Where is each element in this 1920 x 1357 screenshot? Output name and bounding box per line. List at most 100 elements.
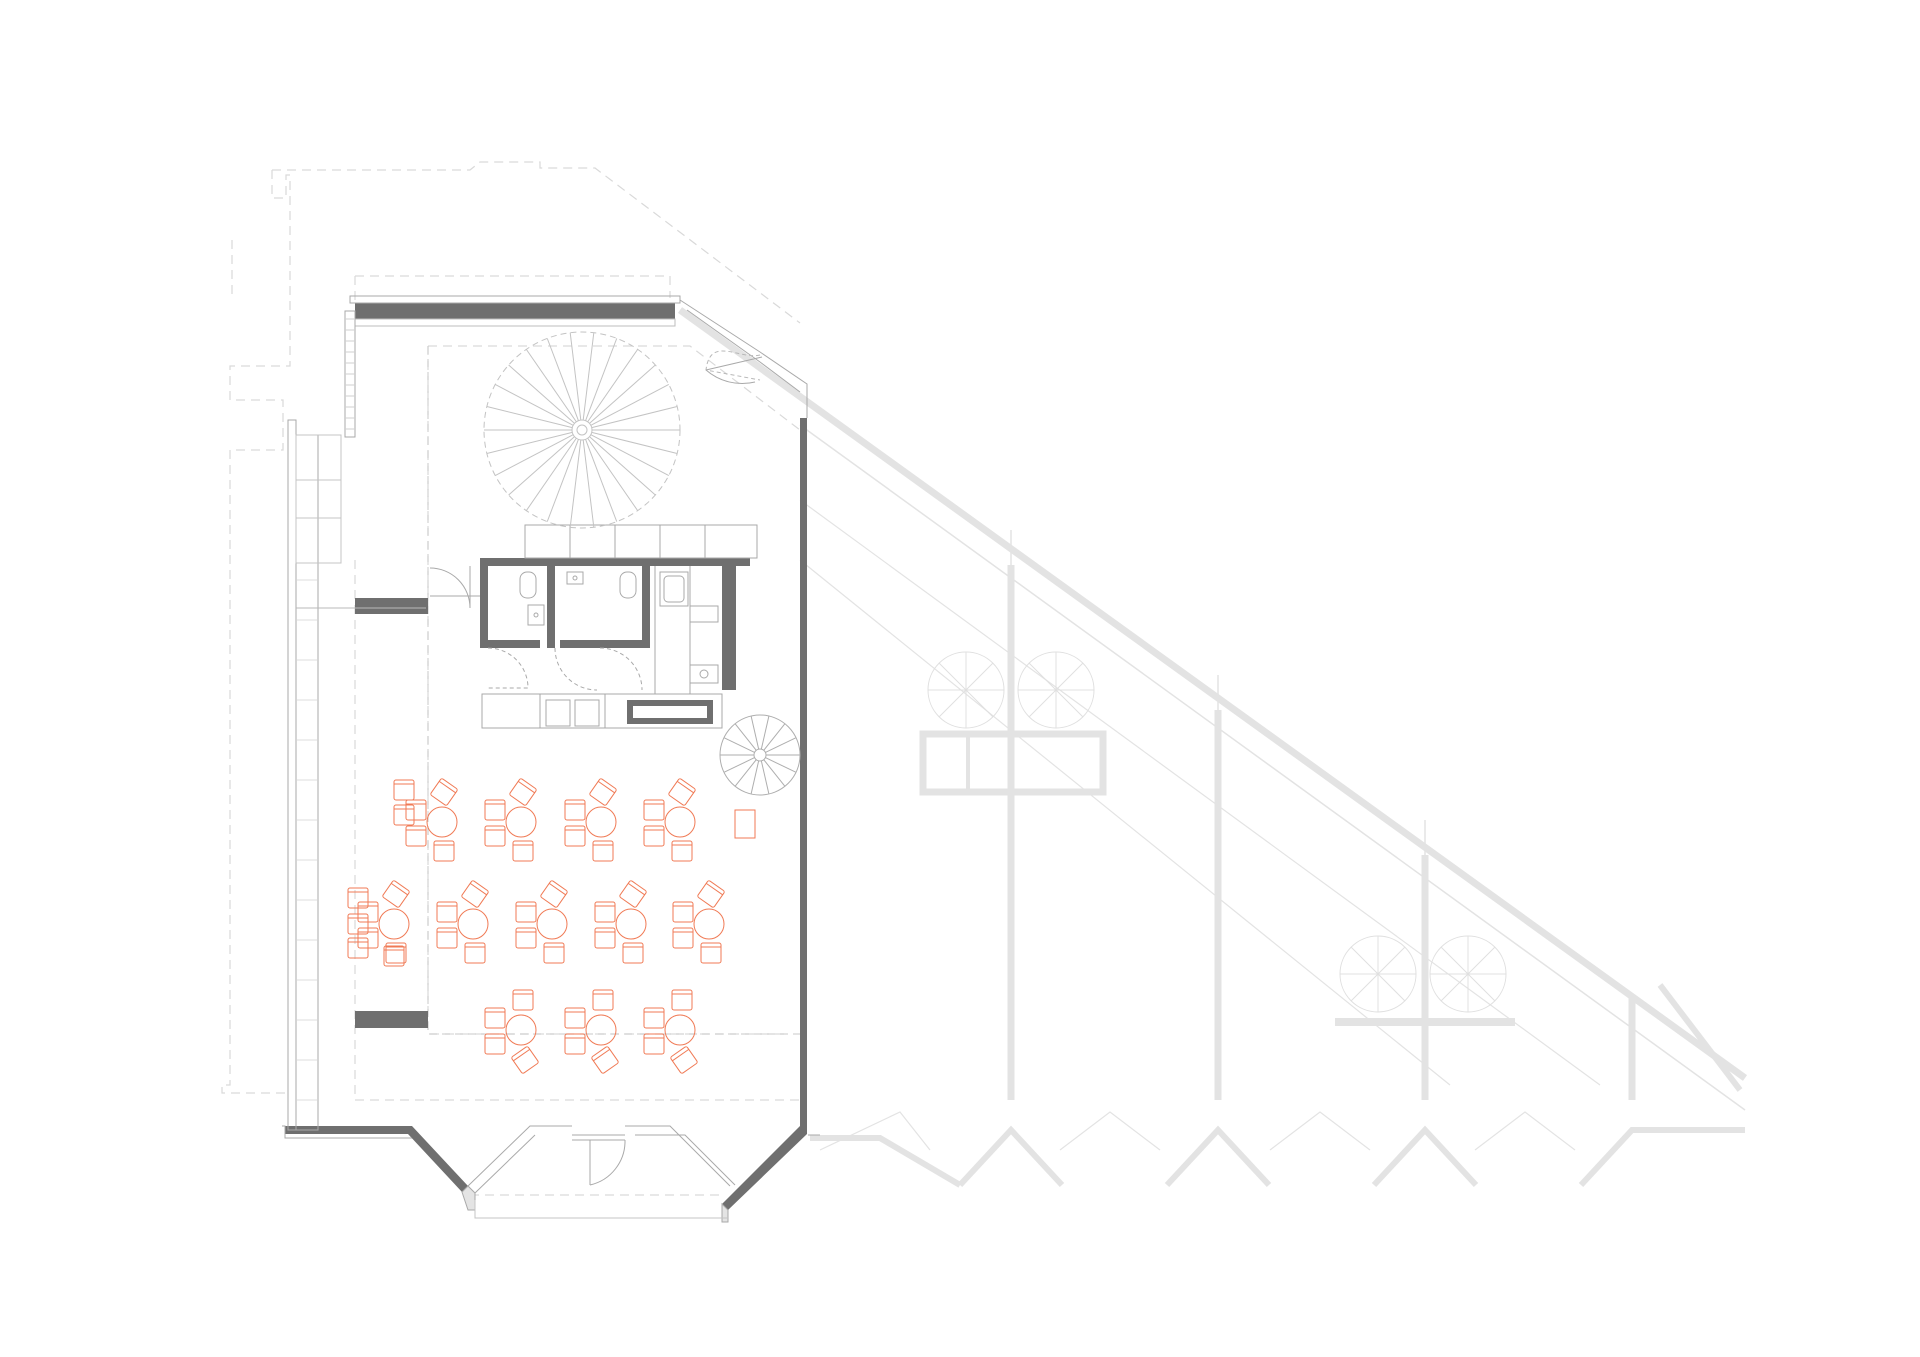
stair-tread [508, 364, 575, 424]
chair-seat [347, 913, 369, 935]
stair-tread [569, 439, 582, 528]
round-table [664, 806, 696, 838]
chair [347, 913, 369, 935]
chair-seat [589, 778, 617, 806]
chair [515, 927, 537, 949]
round-table [615, 908, 647, 940]
chair-seat [540, 880, 568, 908]
chair-back [513, 1048, 531, 1062]
chair-seat [643, 1033, 665, 1055]
stair-tread [589, 436, 656, 496]
chair [430, 778, 458, 806]
chair-seat [436, 901, 458, 923]
chair-seat [385, 942, 407, 964]
side-table [734, 809, 756, 839]
stair-tread [508, 436, 575, 496]
stair-tread [591, 406, 678, 429]
chair [643, 825, 665, 847]
chair [670, 1046, 698, 1074]
stair-tread [734, 723, 757, 751]
chair-seat [433, 840, 455, 862]
stair-tread [760, 715, 770, 750]
chair [671, 989, 693, 1011]
chair-back [705, 882, 723, 896]
round-table [536, 908, 568, 940]
chair [564, 825, 586, 847]
chair-seat [405, 799, 427, 821]
round-table [693, 908, 725, 940]
chair-seat [436, 927, 458, 949]
chair-seat [430, 778, 458, 806]
stair-tread [587, 349, 639, 423]
chair-seat [619, 880, 647, 908]
chair [540, 880, 568, 908]
stair-tread [587, 437, 639, 511]
chair [405, 825, 427, 847]
stair-tread [582, 332, 595, 421]
chair-seat [668, 778, 696, 806]
chair-seat [405, 825, 427, 847]
chair [543, 942, 565, 964]
chair-seat [594, 901, 616, 923]
chair [512, 989, 534, 1011]
round-table [457, 908, 489, 940]
round-table [378, 908, 410, 940]
chair [393, 804, 415, 826]
chair [672, 927, 694, 949]
chair-seat [700, 942, 722, 964]
chair [564, 1007, 586, 1029]
chair-seat [672, 927, 694, 949]
chair [643, 1007, 665, 1029]
chair-seat [670, 1046, 698, 1074]
walls [285, 303, 807, 1210]
chair-seat [564, 1033, 586, 1055]
chair [671, 840, 693, 862]
round-table [664, 1014, 696, 1046]
stair-tread [486, 406, 573, 429]
chair-seat [671, 840, 693, 862]
chair-back [627, 882, 645, 896]
chair [347, 937, 369, 959]
stair-tread [546, 338, 579, 421]
round-table [505, 1014, 537, 1046]
chair [594, 901, 616, 923]
chair-seat [512, 989, 534, 1011]
chair-seat [515, 901, 537, 923]
mezzanine-outline [427, 346, 800, 1035]
chair-seat [484, 1033, 506, 1055]
chair-seat [393, 779, 415, 801]
chair [592, 840, 614, 862]
chair [382, 880, 410, 908]
stair-tread [591, 431, 678, 454]
chair-seat [382, 880, 410, 908]
chair-back [676, 780, 694, 794]
chair-seat [564, 825, 586, 847]
chair-seat [393, 804, 415, 826]
stair-tread [723, 757, 755, 773]
stair-tread [585, 338, 618, 421]
chair-seat [512, 840, 534, 862]
chair-seat [484, 825, 506, 847]
chair [383, 945, 405, 967]
chair-seat [509, 778, 537, 806]
chair [436, 927, 458, 949]
round-table [505, 806, 537, 838]
stair-tread [525, 349, 577, 423]
chair-seat [643, 1007, 665, 1029]
chair [697, 880, 725, 908]
stair-tread [734, 759, 757, 787]
chair-seat [592, 840, 614, 862]
chair [564, 799, 586, 821]
chair-seat [672, 901, 694, 923]
chair-seat [461, 880, 489, 908]
stair-tread [494, 434, 574, 476]
chair [511, 1046, 539, 1074]
chair [515, 901, 537, 923]
chair [512, 840, 534, 862]
chair-seat [464, 942, 486, 964]
stair-tread [763, 723, 786, 751]
chair [484, 1033, 506, 1055]
stair-tread [569, 332, 582, 421]
stair-tread [582, 439, 595, 528]
